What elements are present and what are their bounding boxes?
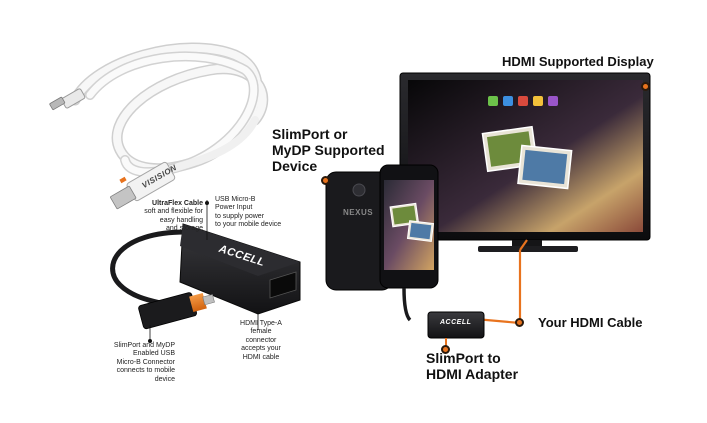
- ultraflex-title: UltraFlex Cable: [152, 200, 203, 207]
- slimport-device-line2: MyDP Supported: [272, 142, 385, 159]
- hdmi-type-callout: HDMI Type-A female connector accepts you…: [236, 320, 286, 362]
- usb-power-line4: to your mobile device: [215, 221, 282, 229]
- ultraflex-line3: and storage: [166, 225, 203, 233]
- hdmi-display-text: HDMI Supported Display: [502, 54, 654, 69]
- ultraflex-line2: easy handling: [159, 216, 203, 224]
- usb-power-line2: Power Input: [215, 204, 253, 212]
- adapter-line1: SlimPort to: [426, 350, 501, 366]
- usb-power-callout: USB Micro-B Power Input to supply power …: [215, 196, 281, 230]
- usb-power-line3: to supply power: [215, 212, 265, 220]
- usb-power-line1: USB Micro-B: [215, 196, 256, 203]
- slimport-device-line3: Device: [272, 158, 318, 175]
- hdmi-cable-marker: [515, 318, 524, 327]
- hdmi-type-line4: HDMI cable: [242, 353, 280, 361]
- connector-line2: Enabled USB: [132, 350, 175, 358]
- slimport-device-line1: SlimPort or: [272, 126, 348, 142]
- accell-logo-small: ACCELL: [440, 319, 472, 326]
- slimport-device-label: SlimPort or MyDP Supported Device: [272, 126, 385, 174]
- phones-illustration: [325, 164, 439, 322]
- ultraflex-cable: [49, 42, 269, 210]
- ultraflex-dot: [205, 201, 209, 205]
- adapter-line2: HDMI Adapter: [426, 366, 519, 383]
- hdmi-type-line1: HDMI Type-A: [240, 320, 282, 327]
- adapter-product: [110, 200, 301, 340]
- adapter-label: SlimPort to HDMI Adapter: [426, 350, 518, 382]
- connector-dot: [148, 339, 152, 343]
- hdmi-display-label: HDMI Supported Display: [502, 54, 654, 70]
- connector-line3: Micro-B Connector: [116, 358, 175, 366]
- ultraflex-line1: soft and flexible for: [144, 208, 203, 216]
- hdmi-cable-label: Your HDMI Cable: [538, 315, 643, 331]
- connector-line5: device: [154, 375, 175, 383]
- hdmi-display-marker: [641, 82, 650, 91]
- hdmi-type-line2: female connector: [245, 328, 277, 344]
- slimport-device-marker: [321, 176, 330, 185]
- connector-line4: connects to mobile: [116, 367, 175, 375]
- adapter-marker: [441, 345, 450, 354]
- tv-illustration: [399, 72, 651, 252]
- hdmi-type-line3: accepts your: [241, 345, 281, 353]
- hdmi-cable-text: Your HDMI Cable: [538, 315, 643, 330]
- ultraflex-callout: UltraFlex Cable soft and flexible for ea…: [118, 200, 203, 234]
- connector-callout: SlimPort and MyDP Enabled USB Micro-B Co…: [100, 342, 175, 384]
- nexus-logo: NEXUS: [343, 208, 374, 217]
- adapter-in-use: [427, 239, 528, 350]
- connector-line1: SlimPort and MyDP: [113, 342, 175, 349]
